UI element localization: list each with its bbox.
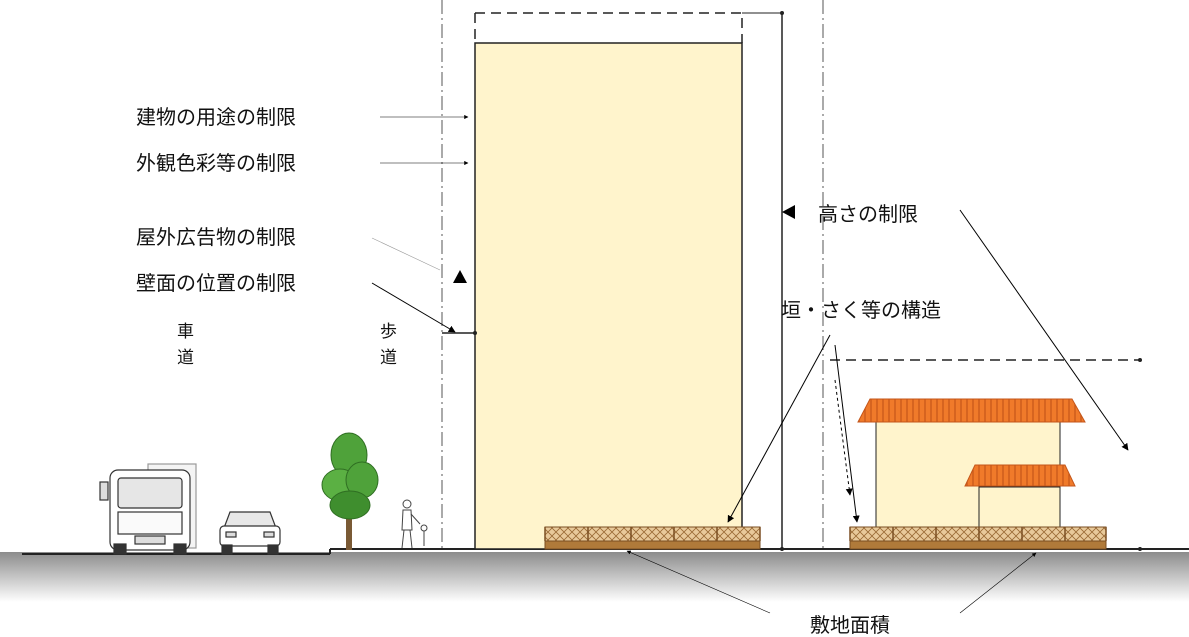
label-roadway-2: 道 xyxy=(177,348,194,368)
small-house xyxy=(830,359,1140,531)
tree-icon xyxy=(321,432,379,550)
label-use: 建物の用途の制限 xyxy=(136,105,296,129)
area-leader-main xyxy=(626,550,771,614)
tall-building xyxy=(474,12,743,550)
car-icon xyxy=(219,511,281,555)
fence-leader-main xyxy=(727,334,831,523)
label-sign: 屋外広告物の制限 xyxy=(136,225,296,249)
fence-main-site xyxy=(544,526,761,550)
sign-arrow-head-icon xyxy=(453,270,467,283)
fence-leader-right xyxy=(834,344,860,523)
label-roadway-1: 車 xyxy=(177,322,194,342)
wall-arrow-icon xyxy=(371,282,456,333)
ground xyxy=(0,548,1189,602)
height-right-leader xyxy=(959,209,1129,451)
label-fence: 垣・さく等の構造 xyxy=(781,298,941,322)
label-sidewalk-1: 歩 xyxy=(380,322,397,342)
label-wall: 壁面の位置の制限 xyxy=(136,271,296,295)
area-leader-right xyxy=(959,552,1037,614)
label-height: 高さの制限 xyxy=(818,202,918,226)
height-left-arrow-icon xyxy=(782,205,795,219)
truck-icon xyxy=(99,463,197,555)
label-sidewalk-2: 道 xyxy=(380,348,397,368)
height-leader-left xyxy=(834,379,853,496)
pedestrian-icon xyxy=(401,499,428,549)
boundary-lines xyxy=(441,0,824,549)
height-dimension xyxy=(742,11,784,551)
label-area: 敷地面積 xyxy=(810,613,890,637)
sign-arrow-icon xyxy=(371,237,441,271)
wall-setback-line xyxy=(442,331,477,335)
arrows xyxy=(371,114,1129,614)
label-color: 外観色彩等の制限 xyxy=(136,151,296,175)
fence-right-site xyxy=(849,526,1107,550)
